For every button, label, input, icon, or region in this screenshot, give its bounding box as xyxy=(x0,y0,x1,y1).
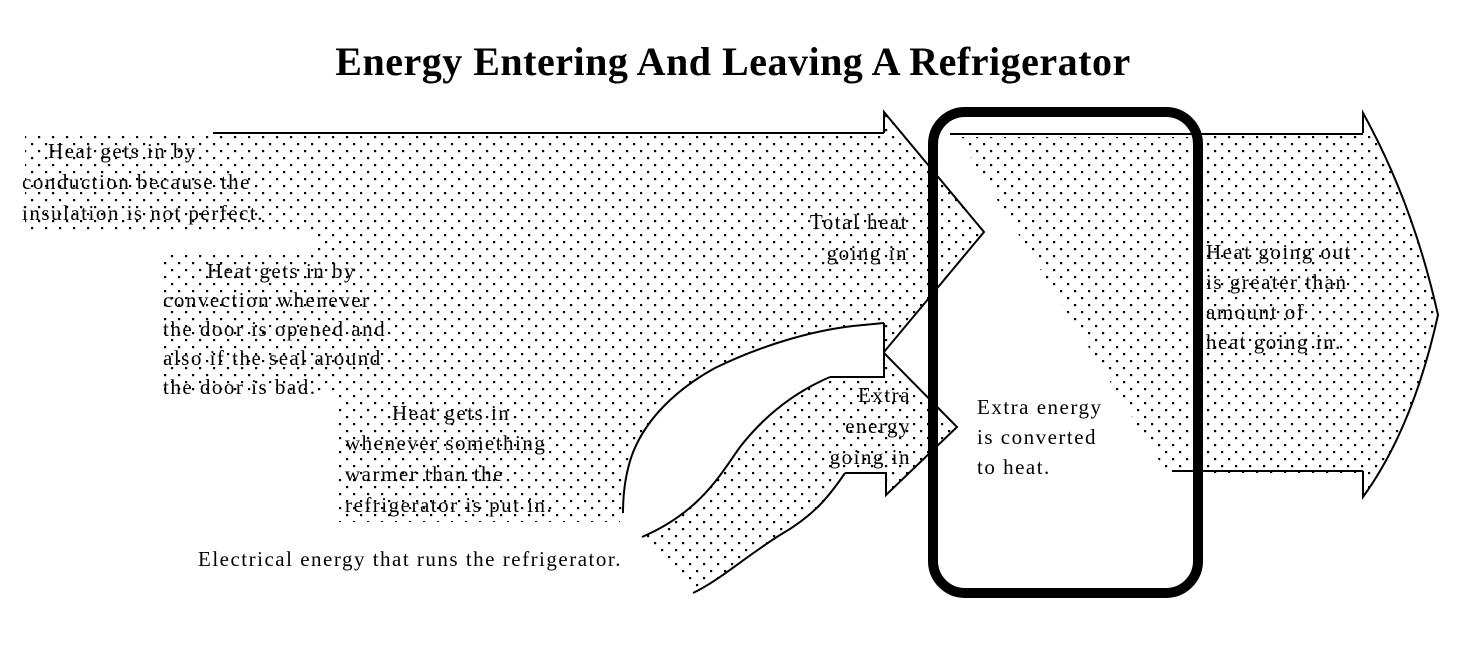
label-line: conduction because the xyxy=(22,170,251,194)
label-convection: Heat gets in by convection whenever the … xyxy=(163,259,386,399)
label-line: heat going in. xyxy=(1206,330,1342,354)
label-line: is greater than xyxy=(1206,270,1347,294)
label-line: Extra energy xyxy=(977,395,1102,419)
label-line: amount of xyxy=(1206,300,1305,324)
label-conduction: Heat gets in by conduction because the i… xyxy=(22,139,264,225)
extra-energy-flow-region xyxy=(642,353,957,593)
label-line: Electrical energy that runs the refriger… xyxy=(198,547,622,571)
label-line: is converted xyxy=(977,425,1097,449)
label-warm-items: Heat gets in whenever something warmer t… xyxy=(345,401,553,517)
label-line: Extra xyxy=(858,383,911,407)
label-line: going in xyxy=(830,445,911,469)
total-heat-arrowhead xyxy=(883,109,986,355)
label-heat-out: Heat going out is greater than amount of… xyxy=(1206,240,1352,354)
label-line: Heat gets in by xyxy=(207,259,356,283)
label-line: convection whenever xyxy=(163,288,371,312)
label-converted-to-heat: Extra energy is converted to heat. xyxy=(977,395,1102,479)
label-extra-energy-in: Extra energy going in xyxy=(830,383,911,469)
label-electrical-energy: Electrical energy that runs the refriger… xyxy=(198,547,622,571)
heat-out-arrowhead xyxy=(1362,109,1440,501)
main-heat-flow-region xyxy=(25,112,984,522)
label-line: Total heat xyxy=(810,210,908,234)
diagram-title: Energy Entering And Leaving A Refrigerat… xyxy=(335,39,1130,84)
label-line: going in xyxy=(827,241,908,265)
main-flow-lower-curve xyxy=(622,322,885,514)
label-line: insulation is not perfect. xyxy=(22,201,264,225)
label-line: to heat. xyxy=(977,455,1051,479)
label-total-heat-in: Total heat going in xyxy=(810,210,908,265)
label-line: Heat going out xyxy=(1206,240,1352,264)
refrigerator-outline xyxy=(928,107,1203,598)
label-line: energy xyxy=(845,414,911,438)
label-line: refrigerator is put in. xyxy=(345,493,553,517)
label-line: Heat gets in by xyxy=(48,139,197,163)
label-line: warmer than the xyxy=(345,462,504,486)
extra-energy-arrowhead xyxy=(830,350,959,498)
extra-energy-upper-curve xyxy=(641,376,831,538)
fridge-interior-heat-region xyxy=(958,137,1193,470)
extra-energy-lower-curve xyxy=(692,472,846,594)
label-line: also if the seal around xyxy=(163,346,382,370)
label-line: Heat gets in xyxy=(392,401,510,425)
label-line: the door is opened and xyxy=(163,317,386,341)
heat-out-flow-region xyxy=(1196,113,1438,497)
label-line: the door is bad. xyxy=(163,375,316,399)
label-line: whenever something xyxy=(345,431,546,455)
